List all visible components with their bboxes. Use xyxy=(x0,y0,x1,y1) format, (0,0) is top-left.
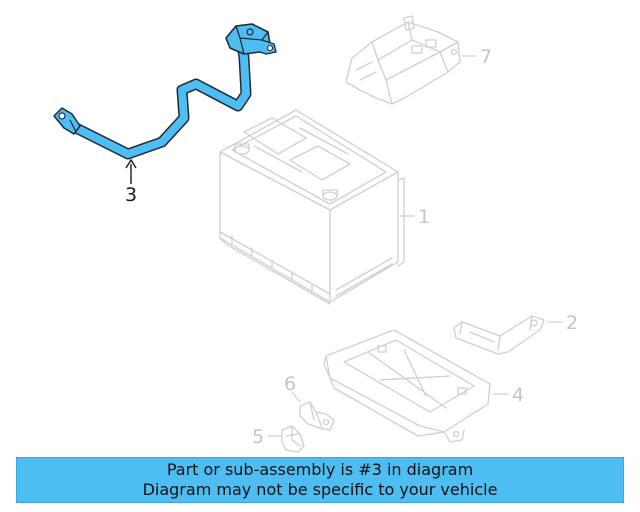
callout-number-7[interactable]: 7 xyxy=(480,46,492,68)
banner-line-part-number: Part or sub-assembly is #3 in diagram xyxy=(166,460,474,479)
banner-line-disclaimer: Diagram may not be specific to your vehi… xyxy=(142,480,498,499)
ring-terminal xyxy=(53,107,81,135)
callout-leader-3 xyxy=(125,158,137,184)
clip-part[interactable] xyxy=(281,425,305,453)
callout-number-2[interactable]: 2 xyxy=(566,312,578,334)
callout-leader-6 xyxy=(291,391,301,403)
battery-tray-part[interactable] xyxy=(323,329,491,443)
terminal-clamp xyxy=(225,23,277,55)
mounting-bracket-part[interactable] xyxy=(345,15,461,105)
bracket-clip-part[interactable] xyxy=(299,401,335,431)
battery-cable-part[interactable] xyxy=(53,23,277,160)
hold-down-clamp-part[interactable] xyxy=(453,315,545,355)
callout-number-3[interactable]: 3 xyxy=(125,184,137,206)
callout-number-4[interactable]: 4 xyxy=(512,384,524,406)
callout-number-5[interactable]: 5 xyxy=(252,426,264,448)
callout-number-6[interactable]: 6 xyxy=(284,373,296,395)
battery-part[interactable] xyxy=(219,109,405,305)
info-banner: Part or sub-assembly is #3 in diagram Di… xyxy=(16,457,624,503)
callout-number-1[interactable]: 1 xyxy=(418,206,430,228)
